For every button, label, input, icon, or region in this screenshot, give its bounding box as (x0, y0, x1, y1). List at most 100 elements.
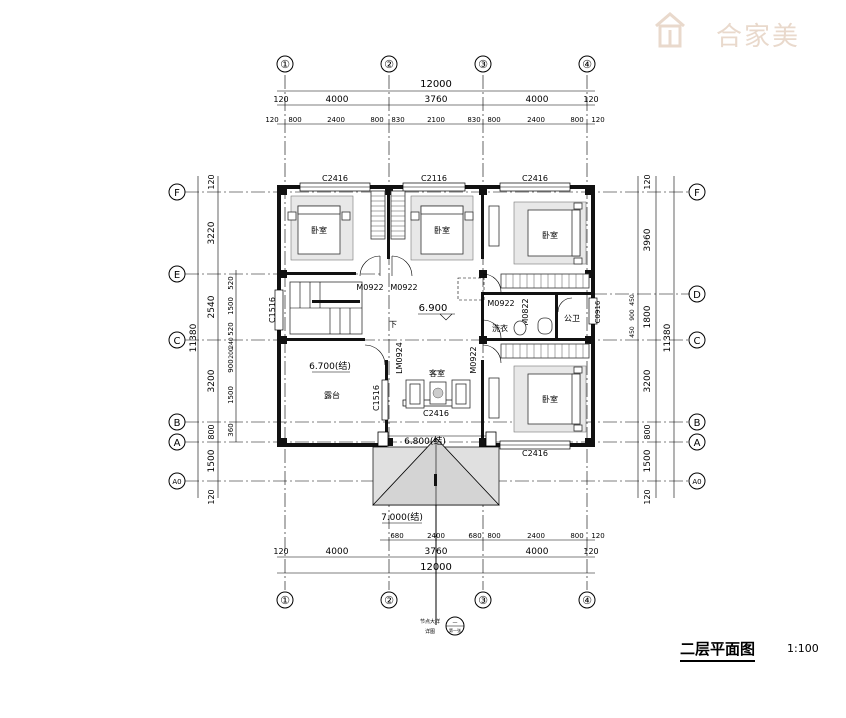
svg-text:E: E (174, 270, 180, 281)
svg-text:830: 830 (391, 116, 404, 124)
axis-bubbles-top: ① ② ③ ④ (276, 55, 596, 73)
level-canopy: 6.800(结) (404, 435, 446, 447)
svg-text:4000: 4000 (526, 547, 549, 557)
floor-level: 6.900 (418, 303, 455, 321)
dimensions-top: 12000 120 4000 3760 4000 120 120 800 240… (265, 79, 605, 125)
svg-text:4000: 4000 (526, 95, 549, 105)
svg-text:240: 240 (228, 337, 235, 349)
svg-text:1500: 1500 (227, 297, 235, 315)
svg-text:900: 900 (629, 309, 636, 321)
window-tag: C2416 (423, 409, 449, 418)
svg-text:4000: 4000 (326, 547, 349, 557)
svg-text:3960: 3960 (643, 228, 653, 251)
window-tag: C2416 (522, 174, 548, 183)
svg-text:520: 520 (227, 276, 235, 289)
door-tag: M0922 (356, 283, 383, 292)
axis-label: ③ (478, 58, 488, 71)
door-tag: M0922 (487, 299, 514, 308)
axis-bubbles-right: F D C B A A0 (688, 183, 706, 490)
svg-text:F: F (694, 188, 700, 199)
room-label-bedroom: 卧室 (311, 225, 327, 235)
svg-text:2400: 2400 (527, 116, 545, 124)
svg-text:120: 120 (583, 95, 598, 104)
door-tag: M0922 (469, 346, 478, 373)
svg-text:C: C (174, 336, 181, 347)
windows-other: C2416 C2416 C1516 C1516 C0916 (268, 289, 602, 458)
svg-text:120: 120 (207, 489, 216, 504)
bath-fixtures: 洗衣 公卫 (492, 314, 580, 336)
svg-text:A0: A0 (692, 478, 701, 486)
door-tag: M0922 (390, 283, 417, 292)
svg-text:800: 800 (643, 424, 652, 439)
room-label-wash: 洗衣 (492, 323, 508, 333)
room-label-bedroom: 卧室 (434, 225, 450, 235)
brand-logo (652, 10, 842, 50)
svg-text:120: 120 (273, 95, 288, 104)
svg-text:2400: 2400 (527, 532, 545, 540)
axis-bubbles-bottom: ① ② ③ ④ (276, 591, 596, 609)
axis-label: ③ (478, 594, 488, 607)
svg-text:120: 120 (265, 116, 278, 124)
svg-text:800: 800 (370, 116, 383, 124)
detail-ref: 详图 (425, 628, 435, 635)
svg-text:1500: 1500 (207, 449, 217, 472)
level-floor: 6.900 (419, 303, 448, 314)
window-tag: C2416 (522, 449, 548, 458)
room-label-bath: 公卫 (564, 314, 580, 323)
svg-text:4000: 4000 (326, 95, 349, 105)
window-tag: C2416 (322, 174, 348, 183)
svg-text:2100: 2100 (427, 116, 445, 124)
windows-top: C2416 C2116 C2416 (299, 174, 571, 192)
svg-text:A: A (174, 438, 181, 449)
svg-text:A0: A0 (172, 478, 181, 486)
svg-text:120: 120 (273, 547, 288, 556)
svg-text:3200: 3200 (207, 369, 217, 392)
room-label-living: 客室 (429, 368, 445, 378)
svg-text:第一张: 第一张 (449, 627, 461, 633)
svg-text:800: 800 (487, 532, 500, 540)
svg-text:C: C (694, 336, 701, 347)
room-label-terrace: 露台 (324, 390, 340, 400)
terrace: 露台 6.700(结) (309, 360, 351, 400)
svg-text:800: 800 (288, 116, 301, 124)
svg-text:900: 900 (227, 359, 235, 372)
svg-text:1500: 1500 (227, 386, 235, 404)
svg-text:800: 800 (487, 116, 500, 124)
axis-label: ④ (582, 58, 592, 71)
svg-text:D: D (693, 290, 701, 301)
dimensions-bottom: 680 2400 680 800 2400 800 120 120 4000 3… (273, 532, 605, 574)
drawing-title: 二层平面图 (680, 638, 756, 662)
room-label-bedroom: 卧室 (542, 230, 558, 240)
svg-text:200: 200 (228, 347, 235, 359)
dimensions-left: 11380 120 3220 2540 3200 800 1500 120 52… (189, 174, 237, 505)
axis-label: ④ (582, 594, 592, 607)
svg-text:2400: 2400 (327, 116, 345, 124)
svg-text:800: 800 (207, 424, 216, 439)
house-logo-icon (655, 12, 685, 48)
svg-text:120: 120 (643, 174, 652, 189)
door-tag: M0822 (521, 298, 530, 325)
svg-text:800: 800 (570, 532, 583, 540)
svg-text:830: 830 (467, 116, 480, 124)
axis-label: ② (384, 594, 394, 607)
svg-text:680: 680 (390, 532, 403, 540)
level-terrace: 6.700(结) (309, 360, 351, 372)
drawing-scale: 1:100 (787, 642, 819, 655)
beds: 卧室 卧室 卧室 卧室 (287, 195, 587, 433)
axis-label: ① (280, 594, 290, 607)
svg-text:450: 450 (629, 326, 636, 338)
living-room-furniture: 客室 (405, 368, 471, 409)
svg-text:360: 360 (227, 423, 235, 436)
detail-callout: — 第一张 节点大样 详图 (420, 505, 465, 636)
svg-text:2540: 2540 (207, 295, 217, 318)
doors: M0922 M0922 M0922 M0922 M0822 LM0924 (356, 255, 573, 374)
svg-text:B: B (694, 418, 701, 429)
svg-text:120: 120 (583, 547, 598, 556)
staircase: 下 (289, 281, 397, 335)
window-tag: C0916 (594, 300, 602, 323)
wardrobes (370, 190, 590, 359)
svg-text:—: — (453, 620, 458, 626)
svg-text:800: 800 (570, 116, 583, 124)
window-tag: C2116 (421, 174, 447, 183)
